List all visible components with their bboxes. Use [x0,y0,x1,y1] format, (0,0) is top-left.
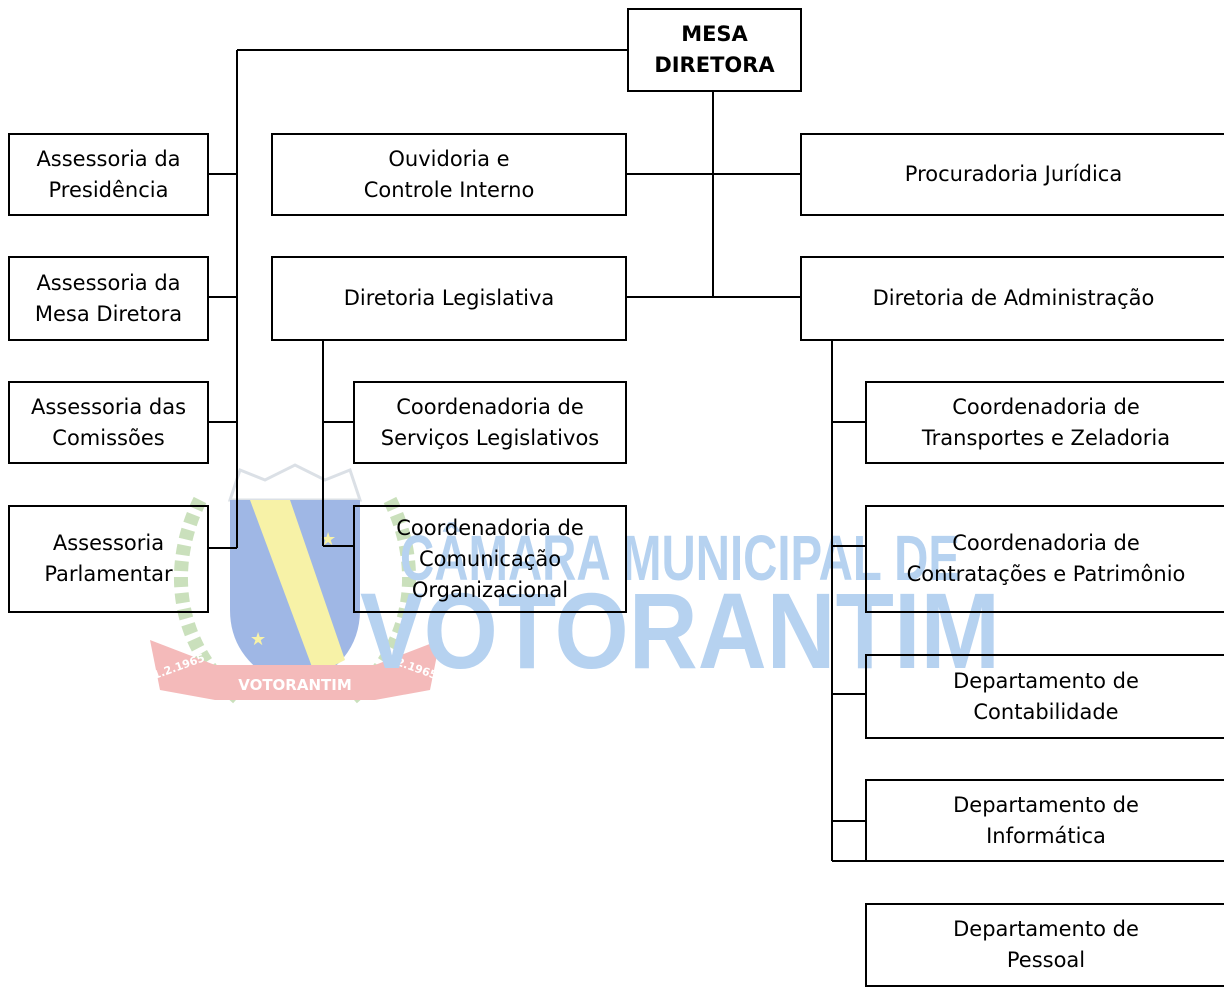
assessoria-presidencia-box: Assessoria da Presidência [8,133,209,216]
ouvidoria-line1: Ouvidoria e [388,146,510,171]
coord-transportes-box: Coordenadoria de Transportes e Zeladoria [865,381,1224,464]
coord-comunicacao-line2: Comunicação [418,546,562,571]
dep-informatica-box: Departamento de Informática [865,779,1224,862]
assessoria-mesa-line1: Assessoria da [36,270,181,295]
assessoria-comissoes-box: Assessoria das Comissões [8,381,209,464]
dep-pessoal-line1: Departamento de [953,917,1139,941]
coord-servicos-box: Coordenadoria de Serviços Legislativos [353,381,627,464]
dep-informatica-line1: Departamento de [953,792,1139,817]
dep-contabilidade-box: Departamento de Contabilidade [865,654,1224,739]
coord-comunicacao-box: Coordenadoria de Comunicação Organizacio… [353,505,627,613]
diretoria-administracao-box: Diretoria de Administração [800,256,1224,341]
procuradoria-box: Procuradoria Jurídica [800,133,1224,216]
assessoria-comissoes-line2: Comissões [52,425,165,450]
procuradoria-line1: Procuradoria Jurídica [904,162,1123,186]
assessoria-presidencia-line2: Presidência [48,177,169,202]
coord-contratacoes-box: Coordenadoria de Contratações e Patrimôn… [865,505,1224,613]
mesa-diretora-line1: MESA [681,22,748,46]
coord-transportes-line2: Transportes e Zeladoria [921,425,1171,450]
coord-transportes-line1: Coordenadoria de [952,394,1140,419]
assessoria-comissoes-line1: Assessoria das [30,394,187,419]
mesa-diretora-box: MESA DIRETORA [627,8,802,92]
diretoria-legislativa-line1: Diretoria Legislativa [343,286,555,310]
dep-contabilidade-line1: Departamento de [953,668,1139,693]
diretoria-administracao-line1: Diretoria de Administração [872,286,1155,310]
mesa-diretora-line2: DIRETORA [654,53,775,77]
coord-contratacoes-line2: Contratações e Patrimônio [906,562,1186,586]
ouvidoria-line2: Controle Interno [363,177,535,202]
assessoria-mesa-line2: Mesa Diretora [34,301,183,326]
dep-contabilidade-line2: Contabilidade [973,699,1119,724]
ouvidoria-box: Ouvidoria e Controle Interno [271,133,627,216]
dep-informatica-line2: Informática [986,823,1106,848]
coord-comunicacao-line1: Coordenadoria de [396,515,584,540]
coord-servicos-line2: Serviços Legislativos [380,425,600,450]
assessoria-parlamentar-box: Assessoria Parlamentar [8,505,209,613]
assessoria-mesa-box: Assessoria da Mesa Diretora [8,256,209,341]
assessoria-parlamentar-line1: Assessoria [52,531,165,555]
diretoria-legislativa-box: Diretoria Legislativa [271,256,627,341]
assessoria-presidencia-line1: Assessoria da [36,146,181,171]
dep-pessoal-line2: Pessoal [1006,948,1086,972]
coord-comunicacao-line3: Organizacional [411,577,569,602]
assessoria-parlamentar-line2: Parlamentar [44,562,173,586]
coord-servicos-line1: Coordenadoria de [396,394,584,419]
coord-contratacoes-line1: Coordenadoria de [952,531,1140,555]
dep-pessoal-box: Departamento de Pessoal [865,903,1224,987]
